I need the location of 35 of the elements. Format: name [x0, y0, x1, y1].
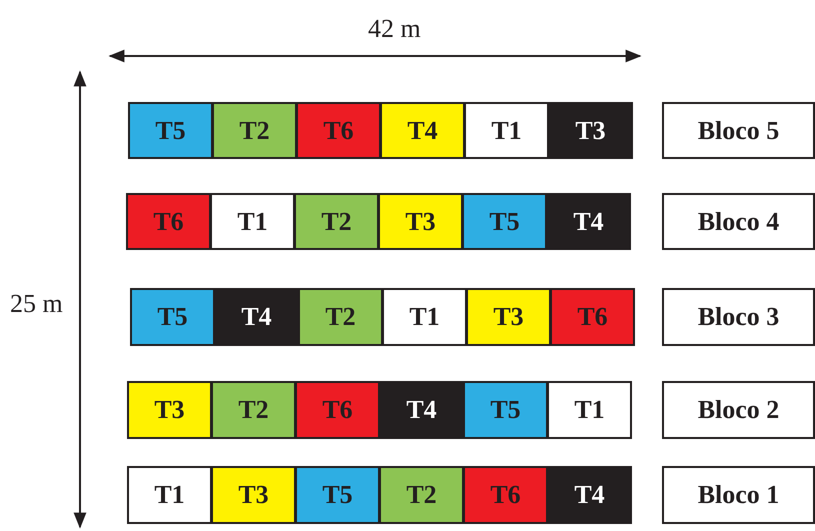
- plot-cell: T4: [379, 381, 464, 439]
- plot-cell: T5: [463, 381, 548, 439]
- block-label-box: Bloco 1: [662, 466, 815, 524]
- plot-cell: T4: [214, 288, 299, 346]
- plot-cell: T3: [127, 381, 212, 439]
- plot-cell: T5: [130, 288, 215, 346]
- plot-cell: T1: [464, 102, 549, 159]
- plot-cell: T1: [382, 288, 467, 346]
- plot-cell: T4: [547, 466, 632, 524]
- plot-cell: T6: [126, 193, 211, 250]
- plot-cell: T3: [548, 102, 633, 159]
- plot-cell: T5: [295, 466, 380, 524]
- plot-cell: T4: [546, 193, 631, 250]
- plot-cell: T2: [298, 288, 383, 346]
- plot-cell: T1: [127, 466, 212, 524]
- plot-cell: T5: [462, 193, 547, 250]
- plot-cell: T5: [128, 102, 213, 159]
- plot-cell: T3: [211, 466, 296, 524]
- block-label-box: Bloco 5: [662, 102, 815, 159]
- plot-cell: T6: [550, 288, 635, 346]
- plot-cell: T1: [210, 193, 295, 250]
- plot-cell: T4: [380, 102, 465, 159]
- block-label-box: Bloco 3: [662, 288, 815, 346]
- plot-cell: T2: [379, 466, 464, 524]
- plot-cell: T6: [296, 102, 381, 159]
- block-label-box: Bloco 2: [662, 381, 815, 439]
- plot-cell: T6: [295, 381, 380, 439]
- block-label-box: Bloco 4: [662, 193, 815, 250]
- plot-cell: T2: [212, 102, 297, 159]
- plot-cell: T2: [211, 381, 296, 439]
- plot-cell: T3: [466, 288, 551, 346]
- plot-cell: T3: [378, 193, 463, 250]
- plot-cell: T1: [547, 381, 632, 439]
- plot-cell: T6: [463, 466, 548, 524]
- plot-cell: T2: [294, 193, 379, 250]
